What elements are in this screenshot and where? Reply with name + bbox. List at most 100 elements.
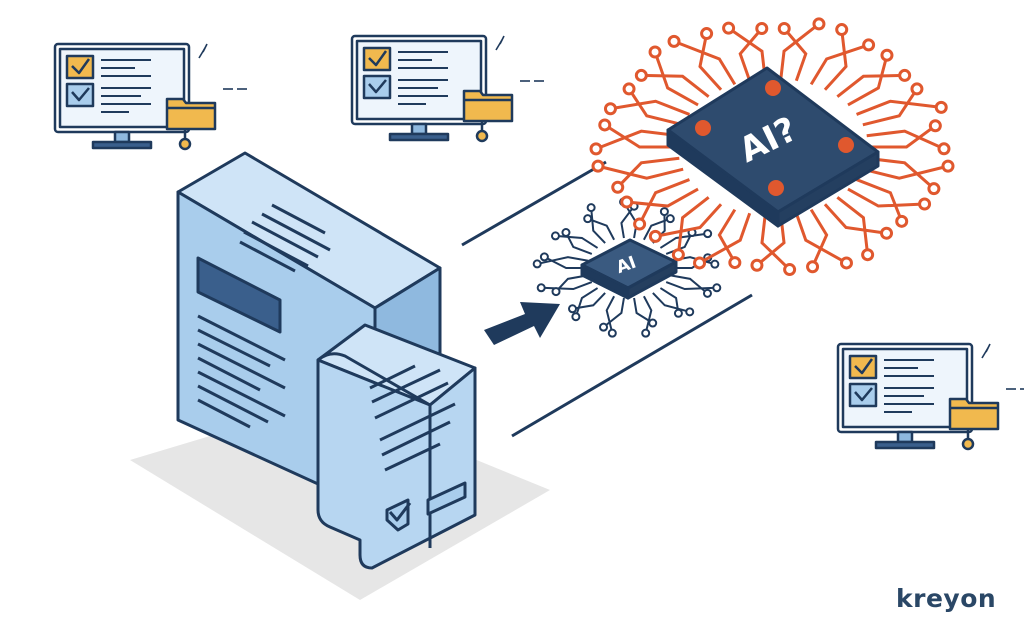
circuit-node: [839, 256, 853, 270]
circuit-trace: [659, 232, 708, 249]
circuit-node: [862, 38, 876, 52]
circuit-trace: [676, 196, 710, 255]
circuit-trace: [665, 232, 693, 255]
circuit-node: [561, 228, 571, 238]
circuit-trace: [638, 178, 690, 225]
circuit-node: [710, 259, 720, 269]
circuit-trace: [868, 124, 937, 149]
circuit-trace: [643, 295, 653, 334]
circuit-node: [665, 214, 675, 224]
circuit-trace: [572, 292, 606, 310]
circuit-node: [937, 142, 951, 156]
circuit-trace: [605, 295, 615, 334]
circuit-node: [722, 21, 736, 35]
circuit-trace: [847, 54, 889, 107]
circuit-trace: [597, 164, 684, 180]
connection-lines: [461, 160, 753, 438]
circuit-node: [835, 23, 849, 37]
circuit-node: [551, 287, 561, 297]
circuit-node: [928, 119, 942, 133]
circuit-node: [671, 248, 685, 262]
circuit-trace: [620, 205, 635, 239]
circuit-node: [861, 248, 875, 262]
circuit-trace: [698, 33, 723, 91]
circuit-node: [539, 252, 549, 262]
circuit-trace: [555, 234, 599, 249]
circuit-node: [895, 214, 909, 228]
circuit-node: [620, 195, 634, 209]
circuit-trace: [665, 281, 717, 291]
circuit-node: [568, 304, 578, 314]
document-check-icon: [385, 498, 412, 532]
circuit-node: [712, 283, 722, 293]
circuit-trace: [856, 99, 942, 116]
circuit-node: [910, 82, 924, 96]
circuit-trace: [641, 73, 710, 98]
circuit-node: [806, 260, 820, 274]
circuit-node: [659, 207, 669, 217]
circuit-trace: [823, 29, 848, 91]
circuit-trace: [633, 297, 654, 324]
circuit-node: [750, 258, 764, 272]
circuit-trace: [652, 292, 690, 313]
circuit-node: [703, 229, 713, 239]
circuit-trace: [587, 217, 615, 241]
circuit-node: [648, 318, 658, 328]
circuit-node: [702, 288, 712, 298]
circuit-trace: [856, 178, 904, 222]
document-badge: [426, 481, 467, 516]
circuit-node: [633, 217, 647, 231]
circuit-trace: [866, 129, 945, 151]
circuit-node: [777, 21, 791, 35]
circuit-trace: [669, 274, 709, 295]
circuit-trace: [655, 203, 723, 238]
circuit-node: [634, 68, 648, 82]
circuit-trace: [541, 281, 593, 291]
circuit-node: [755, 21, 769, 35]
circuit-node: [783, 263, 797, 277]
circuit-trace: [616, 156, 680, 189]
circuit-node: [880, 48, 894, 62]
monitor-top-left: [53, 42, 249, 151]
circuit-node: [648, 45, 662, 59]
circuit-trace: [673, 39, 737, 86]
circuit-trace: [809, 43, 870, 86]
circuit-node: [599, 322, 609, 332]
circuit-trace: [717, 208, 737, 264]
circuit-node: [667, 34, 681, 48]
circuit-node: [598, 118, 612, 132]
circuit-node: [700, 27, 714, 41]
circuit-node: [536, 283, 546, 293]
circuit-trace: [653, 51, 699, 107]
circuit-trace: [574, 287, 599, 318]
circuit-node: [673, 308, 683, 318]
circuit-trace: [610, 99, 690, 116]
circuit-node: [583, 214, 593, 224]
circuit-trace: [627, 88, 684, 127]
flow-arrow: [484, 302, 560, 345]
circuit-node: [685, 307, 695, 317]
document-card: [316, 323, 477, 570]
circuit-node: [607, 328, 617, 338]
monitor-top-center: [350, 34, 546, 143]
circuit-node: [622, 82, 636, 96]
circuit-trace: [738, 27, 763, 82]
circuit-node: [880, 226, 894, 240]
circuit-trace: [555, 274, 589, 293]
circuit-node: [898, 68, 912, 82]
circuit-node: [532, 259, 542, 269]
circuit-trace: [847, 187, 925, 208]
circuit-node: [591, 159, 605, 173]
large-chip-traces: [589, 17, 955, 277]
circuit-trace: [823, 203, 887, 235]
circuit-node: [934, 100, 948, 114]
circuit-trace: [760, 214, 791, 271]
brand-logo: kreyon: [896, 584, 997, 613]
large-ai-chip: AI?: [666, 66, 880, 228]
server-display-slot: [196, 256, 282, 334]
circuit-trace: [659, 287, 680, 314]
circuit-node: [693, 256, 707, 270]
circuit-trace: [626, 187, 699, 208]
circuit-node: [812, 17, 826, 31]
